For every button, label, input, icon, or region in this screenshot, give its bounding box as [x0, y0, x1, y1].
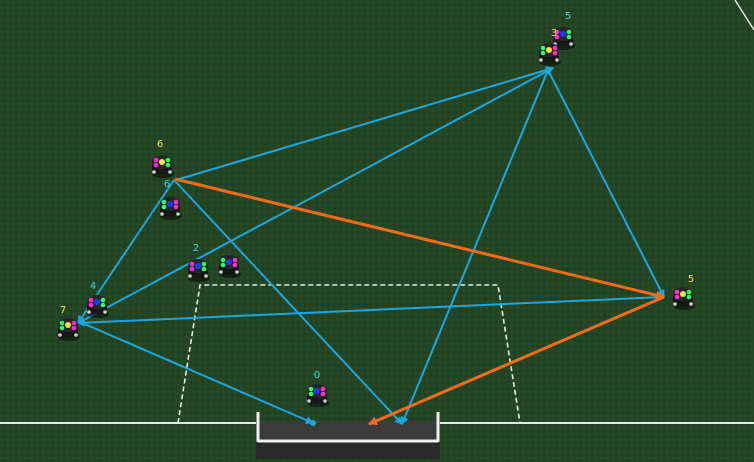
robot-number-label: 7: [60, 305, 66, 316]
robot-number-label: 5: [688, 274, 694, 285]
robot-number-label: 3: [551, 28, 557, 39]
robot-number-label: 2: [193, 243, 199, 254]
robot-number-label: 5: [565, 11, 571, 22]
robot-number-label: 6: [164, 179, 170, 190]
ball: [310, 420, 316, 426]
robot-number-label: 6: [157, 139, 163, 150]
robot-number-label: 0: [314, 370, 320, 381]
robot-number-label: 4: [90, 281, 96, 292]
